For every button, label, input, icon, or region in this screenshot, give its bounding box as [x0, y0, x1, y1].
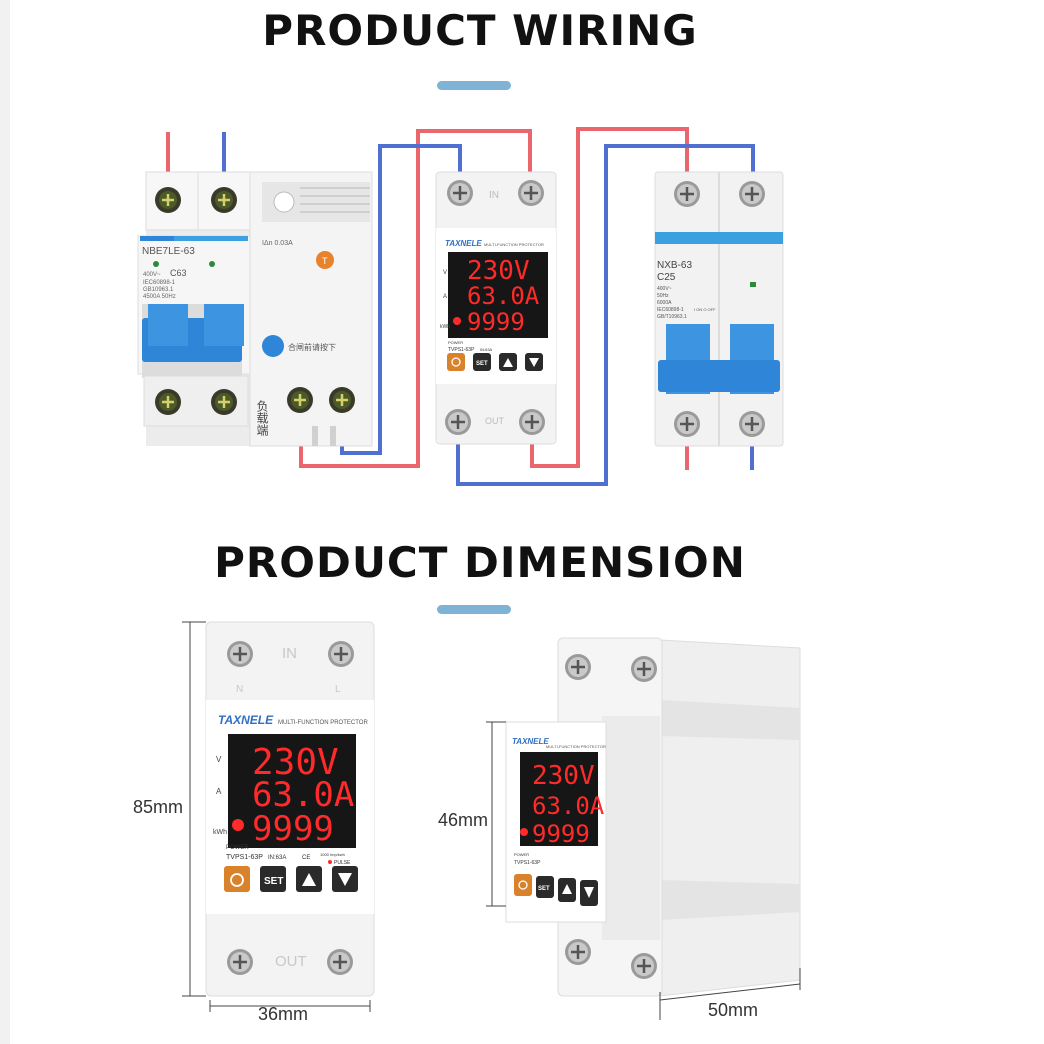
side-brand: TAXNELE: [512, 737, 549, 746]
front-pulse-rate: 1000 Imp/kwh: [320, 852, 345, 857]
left-border: [0, 0, 10, 1044]
front-unit-a: A: [216, 787, 222, 796]
protector-in-label: IN: [489, 190, 499, 201]
front-unit-kwh: kWh: [213, 829, 227, 836]
side-energy: 9999: [532, 820, 590, 848]
front-current: 63.0A: [252, 775, 354, 815]
protector-energy: 9999: [467, 308, 525, 336]
protector-wiring: IN TAXNELE MULTI-FUNCTION PROTECTOR 230V…: [435, 171, 557, 445]
front-in-label: IN: [282, 645, 297, 662]
rcbo-rating: C63: [170, 268, 187, 278]
wiring-accent-bar: [437, 81, 511, 90]
protector-model: TVPS1-63P: [448, 347, 475, 353]
front-unit-v: V: [216, 755, 222, 764]
mcb-switch-text: I ON O OFF: [694, 307, 716, 312]
front-subtitle: MULTI-FUNCTION PROTECTOR: [278, 720, 368, 726]
front-out-label: OUT: [275, 953, 307, 970]
protector-brand: TAXNELE: [445, 239, 482, 248]
front-rating: IN:63A: [268, 855, 286, 861]
mcb-spec-1: 400V~: [657, 286, 672, 292]
rcbo-test-button: T: [322, 256, 328, 266]
protector-front-view: IN N L TAXNELE MULTI-FUNCTION PROTECTOR …: [205, 621, 375, 997]
protector-set-button: SET: [476, 361, 488, 367]
mcb-breaker: NXB-63 C25 400V~ 50Hz 6000A IEC60898-1 G…: [654, 171, 784, 447]
rcbo-spec-3: GB10963.1: [143, 287, 174, 293]
wiring-title: PRODUCT WIRING: [262, 6, 698, 55]
dimension-lines: [182, 621, 801, 1020]
protector-unit-a: A: [443, 294, 447, 300]
front-set-button: SET: [264, 876, 283, 887]
protector-voltage: 230V: [467, 256, 530, 286]
protector-subtitle: MULTI-FUNCTION PROTECTOR: [484, 242, 544, 247]
side-power-label: POWER: [514, 852, 529, 857]
protector-unit-v: V: [443, 270, 447, 276]
rcbo-leak: IΔn 0.03A: [262, 240, 293, 247]
front-pulse-label: PULSE: [334, 860, 351, 866]
front-brand: TAXNELE: [218, 713, 274, 727]
front-ce: CE: [302, 855, 310, 861]
front-power-label: POWER: [226, 845, 249, 851]
rcbo-spec-2: IEC60898-1: [143, 280, 176, 286]
front-model: TVPS1-63P: [226, 854, 263, 861]
front-terminal-n: N: [236, 684, 243, 695]
front-terminal-l: L: [335, 684, 341, 695]
protector-out-label: OUT: [485, 416, 505, 426]
side-current: 63.0A: [532, 792, 605, 820]
rcbo-reset-text: 合闸前请按下: [288, 342, 336, 352]
protector-current: 63.0A: [467, 282, 540, 310]
mcb-spec-4: IEC60898-1: [657, 307, 684, 313]
mcb-spec-3: 6000A: [657, 300, 672, 306]
protector-unit-kwh: kWh: [440, 324, 450, 330]
rcbo-model: NBE7LE-63: [142, 246, 195, 257]
height-front-label: 85mm: [133, 797, 184, 817]
front-energy: 9999: [252, 809, 334, 849]
mcb-spec-2: 50Hz: [657, 293, 669, 299]
side-subtitle: MULTI-FUNCTION PROTECTOR: [546, 744, 606, 749]
mcb-rating: C25: [657, 272, 676, 283]
height-side-label: 46mm: [438, 810, 489, 830]
protector-power-label: POWER: [448, 340, 463, 345]
depth-side-label: 50mm: [708, 1000, 759, 1020]
rcbo-breaker: NBE7LE-63 C63 400V~ IEC60898-1 GB10963.1…: [137, 171, 373, 447]
side-model: TVPS1-63P: [514, 860, 541, 866]
rcbo-load-label: 负载端: [255, 400, 269, 437]
front-voltage: 230V: [252, 742, 339, 783]
side-set-button: SET: [538, 886, 550, 892]
rcbo-spec-4: 4500A 50Hz: [143, 294, 176, 300]
protector-rating: IN:63A: [480, 347, 493, 352]
mcb-model: NXB-63: [657, 260, 692, 271]
dimension-title: PRODUCT DIMENSION: [214, 538, 746, 587]
side-voltage: 230V: [532, 761, 595, 791]
protector-side-view: TAXNELE MULTI-FUNCTION PROTECTOR 230V 63…: [505, 637, 801, 997]
rcbo-spec-1: 400V~: [143, 272, 161, 278]
mcb-spec-5: GB/T10963.1: [657, 314, 687, 320]
width-front-label: 36mm: [258, 1004, 309, 1024]
dimension-accent-bar: [437, 605, 511, 614]
